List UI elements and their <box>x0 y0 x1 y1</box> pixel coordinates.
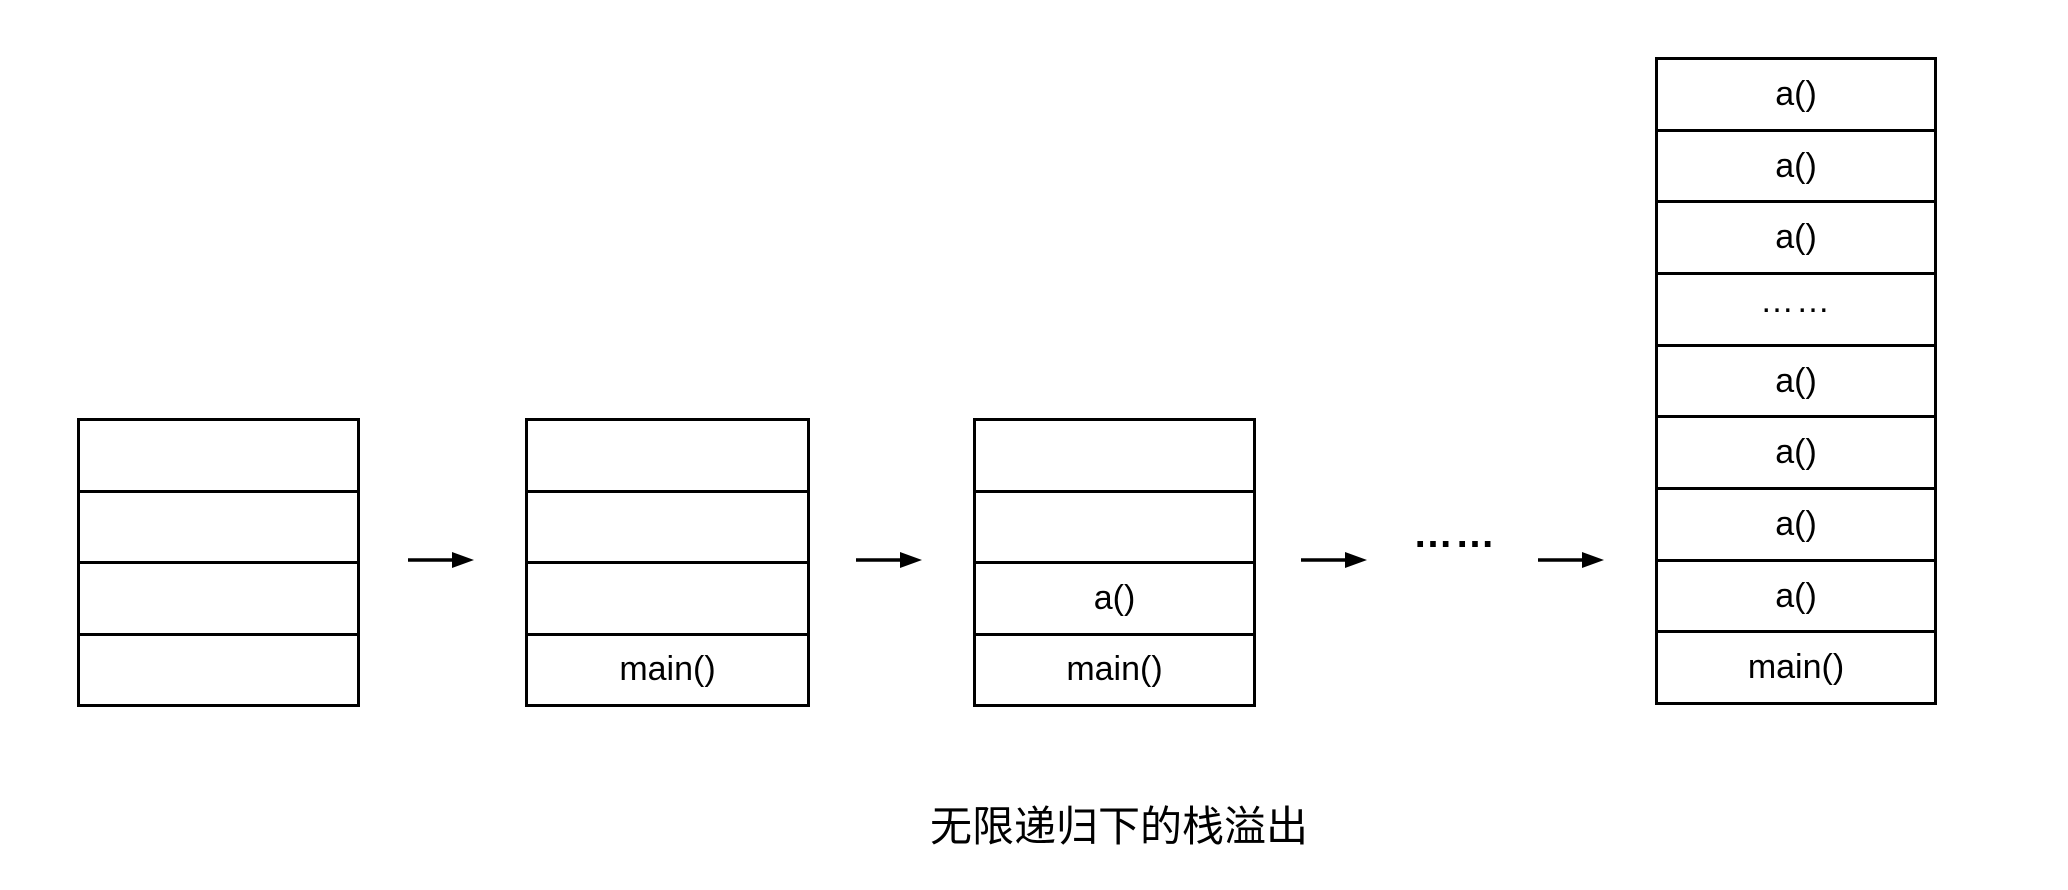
flow-ellipsis: …… <box>1390 505 1520 575</box>
stack-cell <box>976 421 1253 490</box>
stack-cell-main: main() <box>528 632 807 705</box>
stack-cell-main: main() <box>976 632 1253 705</box>
stack-box-main-called: main() <box>525 418 810 707</box>
right-arrow-icon <box>1301 548 1367 572</box>
stack-box-a-called: a() main() <box>973 418 1256 707</box>
stack-cell-a: a() <box>1658 415 1934 487</box>
stack-cell <box>80 561 357 633</box>
stack-cell <box>976 489 1253 562</box>
stack-cell-a: a() <box>1658 343 1934 416</box>
stack-cell <box>528 421 807 490</box>
stack-cell <box>80 489 357 562</box>
flow-ellipsis-text: …… <box>1413 511 1497 556</box>
stack-cell-ellipsis: …… <box>1658 272 1934 344</box>
diagram-caption: 无限递归下的栈溢出 <box>929 803 1308 850</box>
stack-cell <box>80 421 357 490</box>
stack-box-initial <box>77 418 360 707</box>
right-arrow-icon <box>408 548 474 572</box>
stack-box-overflow: a() a() a() …… a() a() a() a() main() <box>1655 57 1937 705</box>
stack-cell-a: a() <box>1658 558 1934 631</box>
right-arrow-icon <box>856 548 922 572</box>
right-arrow-icon <box>1538 548 1604 572</box>
stack-cell-ellipsis-text: …… <box>1760 281 1832 320</box>
stack-cell-a: a() <box>976 561 1253 633</box>
stack-cell-a: a() <box>1658 200 1934 272</box>
stack-cell-main: main() <box>1658 630 1934 702</box>
stack-cell-a: a() <box>1658 487 1934 559</box>
stack-cell <box>528 561 807 633</box>
stack-cell-a: a() <box>1775 74 1817 113</box>
stack-cell <box>528 489 807 562</box>
stack-cell-a: a() <box>1658 128 1934 201</box>
stack-cell <box>80 632 357 705</box>
